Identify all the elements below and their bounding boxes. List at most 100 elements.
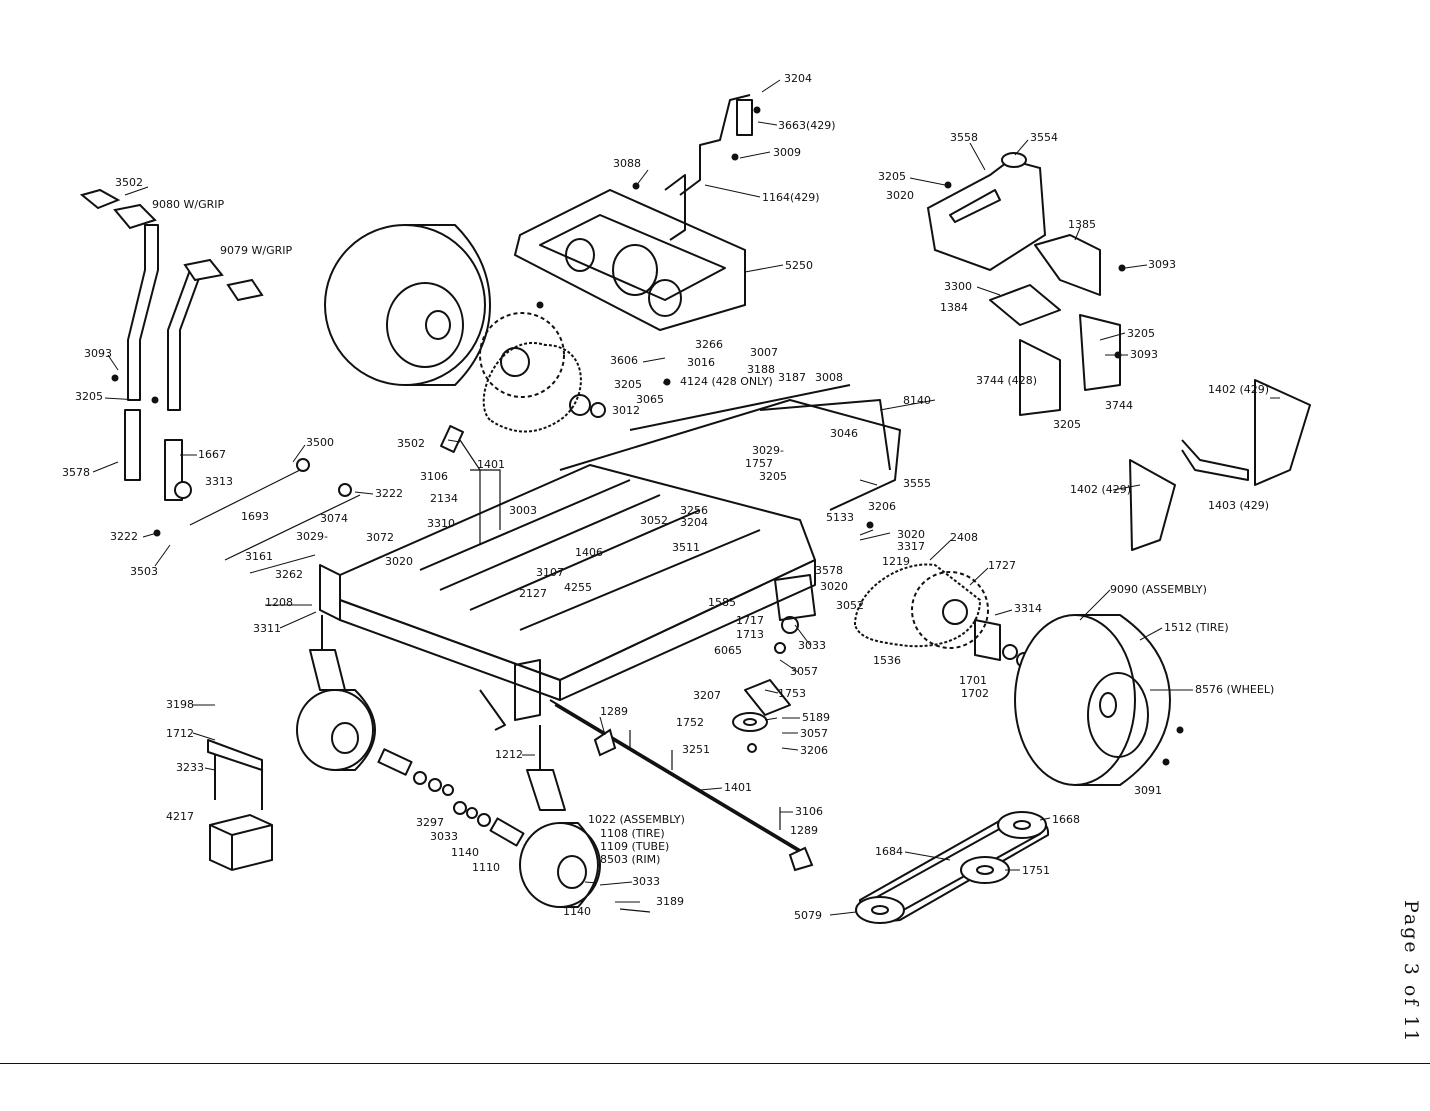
part-label: 3016 xyxy=(687,356,715,369)
part-label: 3205 xyxy=(75,390,103,403)
part-label: 3093 xyxy=(1130,348,1158,361)
part-label: 3251 xyxy=(682,743,710,756)
part-label: 3020 xyxy=(820,580,848,593)
bottom-rule xyxy=(0,1063,1430,1064)
part-label: 3188 xyxy=(747,363,775,376)
part-label: 3207 xyxy=(693,689,721,702)
part-label: 1289 xyxy=(790,824,818,837)
part-label: 3033 xyxy=(632,875,660,888)
part-label: 3012 xyxy=(612,404,640,417)
page-number: Page 3 of 11 xyxy=(1400,900,1422,1044)
part-label: 3205 xyxy=(1053,418,1081,431)
part-label: 6065 xyxy=(714,644,742,657)
part-label: 3204 xyxy=(784,72,812,85)
part-label: 5189 xyxy=(802,711,830,724)
part-label: 8140 xyxy=(903,394,931,407)
part-label: 1403 (429) xyxy=(1208,499,1269,512)
part-label: 3205 xyxy=(878,170,906,183)
part-label: 1219 xyxy=(882,555,910,568)
part-label: 2127 xyxy=(519,587,547,600)
part-label: 1140 xyxy=(563,905,591,918)
part-label: 1140 xyxy=(451,846,479,859)
part-label: 3266 xyxy=(695,338,723,351)
part-label: 3205 xyxy=(614,378,642,391)
drive-belt xyxy=(855,811,1050,924)
leader-lines xyxy=(92,79,1280,916)
part-label: 3205 xyxy=(759,470,787,483)
part-label: 3074 xyxy=(320,512,348,525)
part-label: 3606 xyxy=(610,354,638,367)
part-label: 8503 (RIM) xyxy=(600,853,660,866)
part-label: 1757 xyxy=(745,457,773,470)
left-sprocket-chain xyxy=(479,312,606,433)
side-guards xyxy=(1129,379,1311,551)
part-label: 4217 xyxy=(166,810,194,823)
right-rear-tire xyxy=(1014,614,1171,786)
part-label: 3205 xyxy=(1127,327,1155,340)
part-label: 1164(429) xyxy=(762,191,820,204)
part-label: 4124 (428 ONLY) xyxy=(680,375,773,388)
part-label: 3187 xyxy=(778,371,806,384)
part-label: 3029- xyxy=(296,530,328,543)
line-art xyxy=(79,94,1311,924)
part-label: 3003 xyxy=(509,504,537,517)
part-label: 1212 xyxy=(495,748,523,761)
part-label: 3106 xyxy=(420,470,448,483)
steering-levers xyxy=(79,188,264,501)
part-label: 3314 xyxy=(1014,602,1042,615)
part-label: 3091 xyxy=(1134,784,1162,797)
part-label: 1693 xyxy=(241,510,269,523)
part-label: 3554 xyxy=(1030,131,1058,144)
left-front-wheel xyxy=(296,689,376,771)
part-label: 3578 xyxy=(62,466,90,479)
part-label: 1109 (TUBE) xyxy=(600,840,669,853)
part-label: 1702 xyxy=(961,687,989,700)
part-label: 3033 xyxy=(798,639,826,652)
main-frame xyxy=(319,384,901,731)
part-label: 3107 xyxy=(536,566,564,579)
part-label: 3555 xyxy=(903,477,931,490)
part-label: 1717 xyxy=(736,614,764,627)
part-label: 3222 xyxy=(375,487,403,500)
part-label: 1512 (TIRE) xyxy=(1164,621,1229,634)
part-label: 3744 (428) xyxy=(976,374,1037,387)
part-label: 3500 xyxy=(306,436,334,449)
front-axle-parts xyxy=(377,748,525,847)
part-label: 3311 xyxy=(253,622,281,635)
part-label: 3204 xyxy=(680,516,708,529)
part-label: 1406 xyxy=(575,546,603,559)
part-label: 2134 xyxy=(430,492,458,505)
part-label: 3052 xyxy=(836,599,864,612)
part-label: 3009 xyxy=(773,146,801,159)
part-label: 3502 xyxy=(397,437,425,450)
part-label: 3502 xyxy=(115,176,143,189)
part-label: 3046 xyxy=(830,427,858,440)
part-labels: 3204 3663(429) 3088 3009 1164(429) 5250 … xyxy=(62,72,1274,922)
part-label: 1752 xyxy=(676,716,704,729)
part-label: 1713 xyxy=(736,628,764,641)
part-label: 1712 xyxy=(166,727,194,740)
drag-link xyxy=(549,699,814,872)
part-label: 8576 (WHEEL) xyxy=(1195,683,1274,696)
part-label: 1384 xyxy=(940,301,968,314)
part-label: 3558 xyxy=(950,131,978,144)
part-label: 3029- xyxy=(752,444,784,457)
part-label: 1753 xyxy=(778,687,806,700)
part-label: 3511 xyxy=(672,541,700,554)
right-front-wheel xyxy=(519,822,601,908)
part-label: 3020 xyxy=(886,189,914,202)
part-label: 3072 xyxy=(366,531,394,544)
part-label: 3057 xyxy=(790,665,818,678)
part-label: 1022 (ASSEMBLY) xyxy=(588,813,685,826)
battery xyxy=(207,739,273,872)
part-label: 1208 xyxy=(265,596,293,609)
part-label: 3300 xyxy=(944,280,972,293)
part-label: 5250 xyxy=(785,259,813,272)
fasteners xyxy=(111,106,1184,913)
left-rear-tire xyxy=(324,224,491,386)
part-label: 1667 xyxy=(198,448,226,461)
part-label: 3093 xyxy=(1148,258,1176,271)
part-label: 3161 xyxy=(245,550,273,563)
